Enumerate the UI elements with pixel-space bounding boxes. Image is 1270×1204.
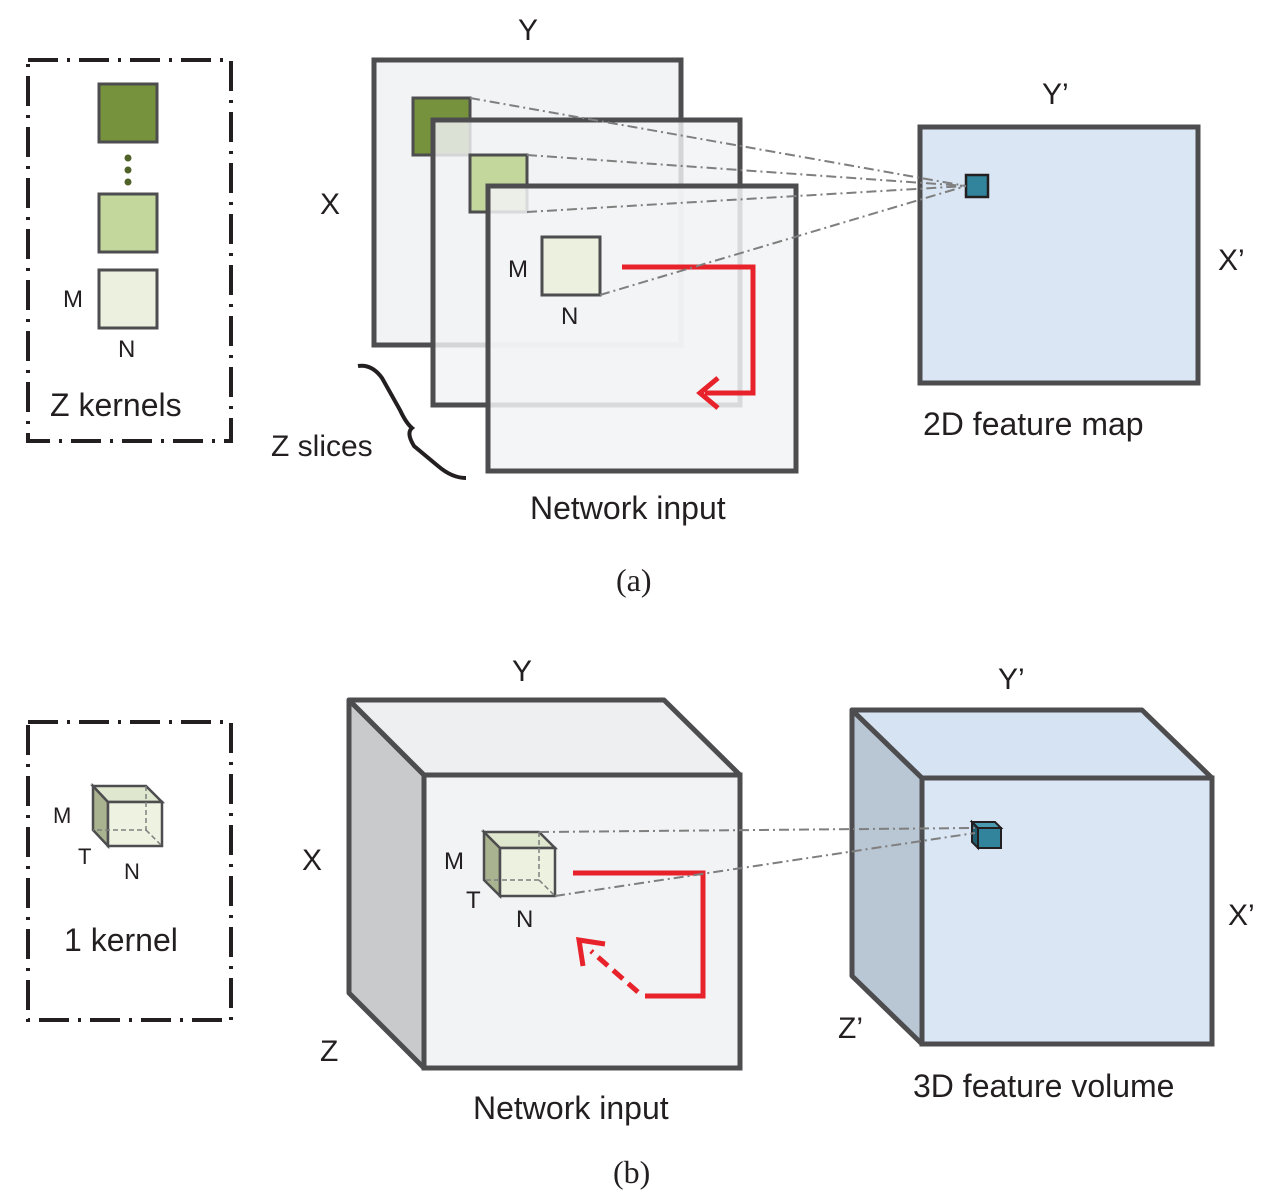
- kernel-box-b: M T N 1 kernel: [26, 720, 233, 1022]
- input-dim-x: X: [302, 844, 322, 877]
- feature-map-plane: [917, 124, 1201, 386]
- projection-line: [526, 154, 967, 187]
- output-dim-y: Y’: [998, 663, 1025, 696]
- input-dim-z: Z: [320, 1035, 338, 1068]
- output-voxel-front: [977, 827, 1002, 849]
- slice-front: [485, 183, 799, 474]
- input-dim-x: X: [320, 188, 340, 221]
- panel-b: M T N 1 kernel M T N Y X Z Net: [26, 655, 1255, 1190]
- slide-arrow: [573, 870, 706, 999]
- kernel-cube-front: [106, 800, 164, 848]
- input-dim-y: Y: [518, 14, 538, 47]
- slide-arrow-head: [576, 937, 606, 967]
- slide-arrow: [622, 264, 756, 396]
- slices-brace: [357, 363, 467, 480]
- subcaption-b: (b): [613, 1154, 650, 1190]
- output-pixel: [964, 173, 990, 199]
- panel-a: M N Z kernels M N Y X Z slices Network i…: [26, 14, 1245, 598]
- projection-line: [526, 185, 967, 213]
- kernel-ellipsis-dot: [124, 178, 132, 186]
- kernel-box-b-border: [26, 720, 233, 1022]
- subcaption-a: (a): [616, 562, 652, 598]
- output-dim-y: Y’: [1042, 78, 1069, 111]
- kernel-box-label: Z kernels: [50, 387, 182, 423]
- kernel-dim-m: M: [53, 803, 71, 828]
- input-caption: Network input: [530, 490, 726, 526]
- projection-line: [469, 97, 967, 187]
- input-kernel-dim-n: N: [561, 303, 578, 330]
- kernel-dim-n: N: [124, 859, 140, 884]
- kernel-ellipsis-dot: [124, 154, 132, 162]
- feature-volume-3d: Y’ X’ Z’ 3D feature volume: [838, 663, 1255, 1104]
- output-volume-front-face: [919, 775, 1215, 1047]
- input-kernel-cube-front: [498, 846, 557, 898]
- output-caption: 3D feature volume: [913, 1068, 1174, 1104]
- input-kernel-cube-hidden-edge: [538, 879, 556, 897]
- output-dim-z: Z’: [838, 1012, 863, 1045]
- projection-lines-a: [469, 97, 967, 296]
- input-kernel-dim-m: M: [508, 256, 528, 283]
- kernel-dim-m: M: [63, 286, 83, 313]
- network-input-slices: M N Y X Z slices Network input: [271, 14, 799, 526]
- kernel-medium: [97, 192, 159, 254]
- kernel-on-slice-front: [540, 235, 602, 297]
- slide-arrow-head: [696, 376, 720, 410]
- projection-line: [599, 185, 967, 296]
- input-kernel-dim-m: M: [444, 848, 464, 875]
- output-dim-x: X’: [1218, 244, 1245, 277]
- projection-lines-b: [538, 827, 976, 897]
- output-caption: 2D feature map: [923, 406, 1144, 442]
- network-input-volume: M T N Y X Z Network input: [302, 655, 743, 1126]
- input-caption: Network input: [473, 1090, 669, 1126]
- kernel-box-a: M N Z kernels: [26, 58, 233, 443]
- kernel-ellipsis-dot: [124, 166, 132, 174]
- kernel-cube-hidden-edge: [145, 829, 163, 847]
- kernel-dark: [97, 82, 159, 144]
- projection-line: [538, 827, 976, 833]
- input-dim-y: Y: [512, 655, 532, 688]
- kernel-box-a-border: [26, 58, 233, 443]
- slices-label: Z slices: [271, 430, 373, 463]
- kernel-light: [97, 268, 159, 330]
- volume-front-face: [421, 772, 743, 1071]
- feature-map-2d: Y’ X’ 2D feature map: [917, 78, 1245, 442]
- input-kernel-dim-t: T: [466, 887, 481, 914]
- output-dim-x: X’: [1228, 899, 1255, 932]
- input-kernel-dim-n: N: [516, 906, 533, 933]
- kernel-dim-n: N: [118, 336, 135, 363]
- kernel-dim-t: T: [78, 844, 91, 869]
- slide-arrow-depth: [589, 949, 640, 994]
- kernel-box-label: 1 kernel: [64, 922, 178, 958]
